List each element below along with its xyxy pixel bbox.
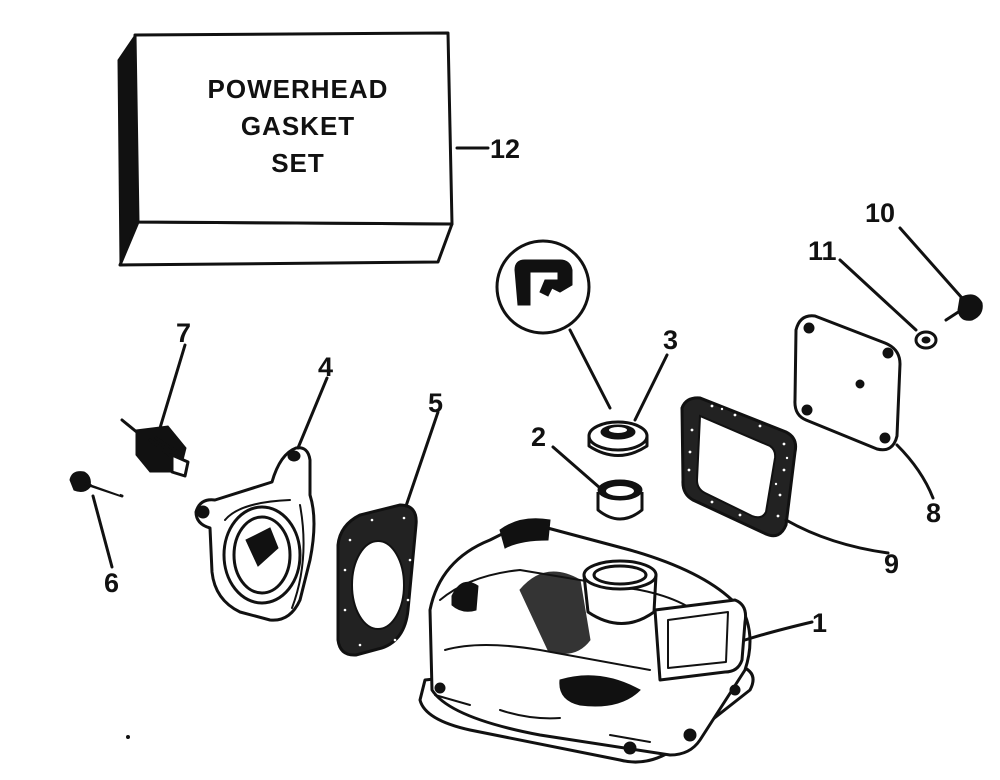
leader-2 — [551, 445, 602, 490]
callout-9: 9 — [884, 549, 899, 579]
callout-3: 3 — [663, 325, 678, 355]
flange-gasket-part — [336, 503, 418, 657]
washer-part — [914, 330, 938, 350]
callout-12: 12 — [490, 134, 520, 164]
bolt-part — [69, 471, 124, 498]
leader-5 — [404, 410, 440, 508]
leader-9 — [784, 518, 890, 555]
leader-4 — [296, 376, 329, 450]
callout-4: 4 — [318, 352, 333, 382]
callout-10: 10 — [865, 198, 895, 228]
housing-flange-part — [194, 446, 316, 622]
callout-5: 5 — [428, 388, 443, 418]
box-label-line-2: GASKET — [241, 111, 355, 141]
leader-11 — [838, 258, 918, 332]
fitting-part — [120, 418, 190, 478]
leader-10 — [898, 226, 964, 300]
leader-8 — [895, 443, 935, 500]
leader-3 — [633, 353, 669, 422]
bushing-part — [596, 479, 644, 521]
seal-part — [587, 420, 649, 457]
callout-6: 6 — [104, 568, 119, 598]
callout-11: 11 — [808, 236, 837, 266]
gasket-set-box: POWERHEAD GASKET SET — [117, 31, 454, 267]
main-housing-part — [418, 518, 755, 764]
leader-6 — [91, 494, 114, 569]
callout-1: 1 — [812, 608, 827, 638]
screw-part — [944, 294, 983, 322]
box-label-line-1: POWERHEAD — [208, 74, 389, 104]
box-label-line-3: SET — [271, 148, 325, 178]
callout-2: 2 — [531, 422, 546, 452]
cover-plate-part — [793, 314, 902, 452]
leader-1 — [743, 620, 814, 642]
stray-mark — [126, 735, 130, 739]
leader-7 — [158, 343, 187, 430]
seal-detail-circle — [495, 239, 591, 335]
callout-8: 8 — [926, 498, 941, 528]
detail-leader — [568, 328, 612, 410]
cover-gasket-part — [680, 396, 798, 538]
callout-7: 7 — [176, 318, 191, 348]
